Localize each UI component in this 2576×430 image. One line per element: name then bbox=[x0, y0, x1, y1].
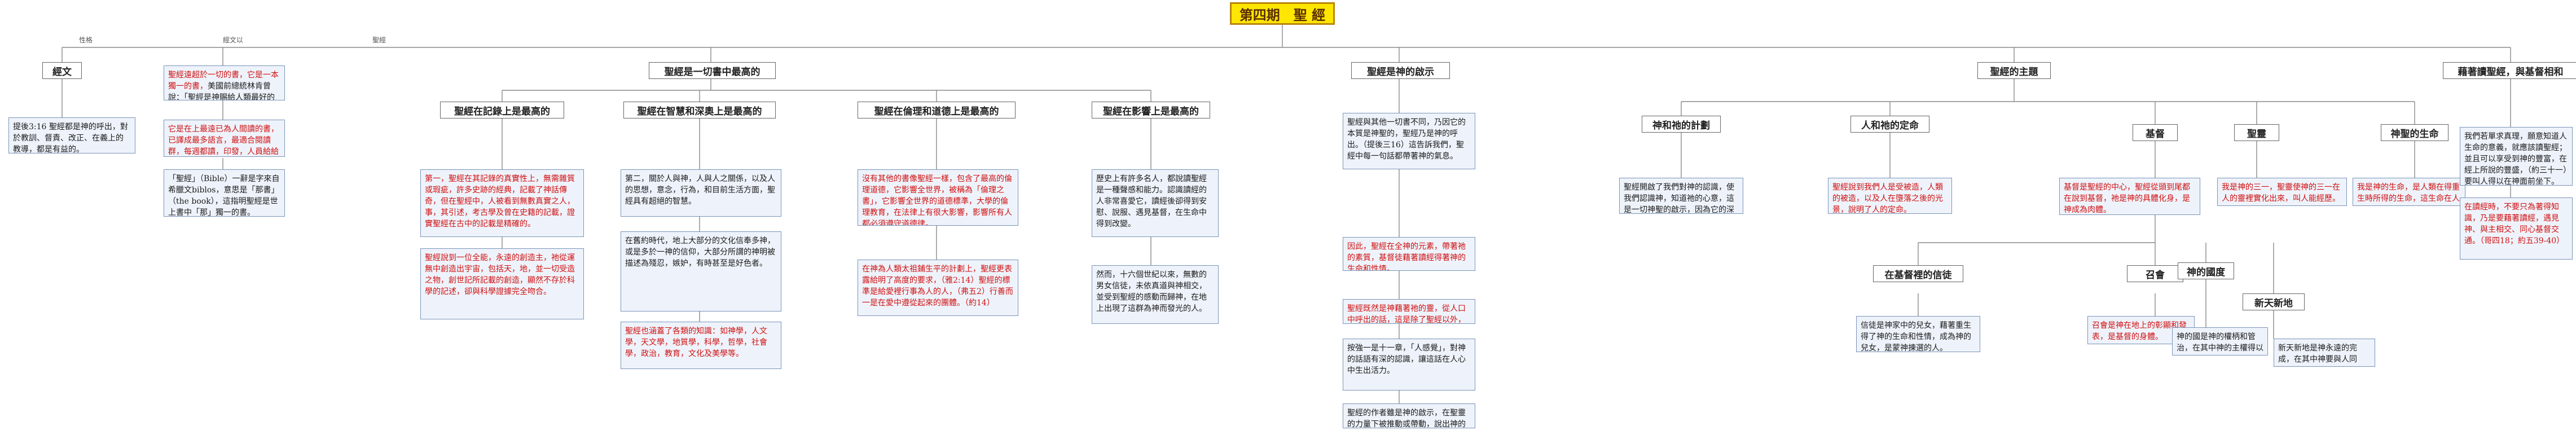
tag-label: 經文以 bbox=[223, 36, 244, 44]
topic-lunli[interactable]: 聖經在倫理和道德上是最高的 bbox=[858, 102, 1016, 119]
topic-dingming[interactable]: 人和祂的定命 bbox=[1850, 116, 1929, 133]
note-duijiu-2: 在讀經時，不要只為著得知識，乃是要藉著讀經，遇見神、與主相交、同心基督交通。（哥… bbox=[2460, 198, 2573, 260]
topic-shenshi[interactable]: 聖經是神的啟示 bbox=[1351, 62, 1450, 79]
note-jihua: 聖經開啟了我們對神的認識，使我們認識神，知道祂的心意，這是一切神聖的啟示，因為它… bbox=[1619, 178, 1743, 214]
note-lunli-2: 在神為人類太祖鋪生平的計劃上，聖經更表露給明了高度的要求，（雅2:14）聖經的標… bbox=[858, 260, 1018, 316]
topic-guodu[interactable]: 神的國度 bbox=[2178, 262, 2234, 279]
note-duijiu-1: 我們若單求真理，願意知道人生命的意義，就應該讀聖經；並且可以享受到神的豐富，在經… bbox=[2460, 127, 2573, 186]
note-shenshi-1: 聖經與其他一切書不同，乃因它的本質是神聖的，聖經乃是神的呼出。（提後三16）這告… bbox=[1343, 113, 1475, 169]
note-yingxiang-2: 然而，十六個世紀以來，無數的男女信徒，未依真道與神相交，並受到聖經的感動而歸神，… bbox=[1092, 265, 1219, 324]
note-dingming: 聖經說到我們人是受被造，人類的被造，以及人在墮落之後的光景，說明了人的定命。 bbox=[1828, 178, 1952, 214]
note-jingwen: 提後3:16 聖經都是神的呼出，對於教訓、督責、改正、在義上的教導，都是有益的。 bbox=[8, 117, 135, 153]
note-shenshi-2: 因此，聖經在全神的元素，帶著祂的素質，基督徒藉著讀經得著神的生命和性情。 bbox=[1343, 237, 1475, 271]
note-xintian: 新天新地是神永遠的完成，在其中神要與人同住，直到永遠。 bbox=[2274, 339, 2375, 367]
note-intro: 聖經遠超於一切的書，它是一本獨一的書，美國前總統林肯曾說：「聖經是神賜給人類最好… bbox=[164, 65, 285, 100]
note-shenshi-5: 聖經的作者雖是神的啟示，在聖靈的力量下被推動或帶動，說出神的話來。 bbox=[1343, 403, 1475, 428]
topic-zhihui[interactable]: 聖經在智慧和深奧上是最高的 bbox=[623, 102, 776, 119]
note-yingxiang-1: 歷史上有許多名人，都說讀聖經是一種聲感和能力。認識讀經的人非常喜愛它，讀經後卻得… bbox=[1092, 169, 1219, 237]
topic-zuigao[interactable]: 聖經是一切書中最高的 bbox=[649, 62, 776, 79]
topic-shengming[interactable]: 神聖的生命 bbox=[2381, 124, 2448, 141]
topic-jingwen[interactable]: 經文 bbox=[42, 62, 82, 79]
note-jizai-2: 聖經說到一位全能，永遠的創造主，祂從運無中創造出宇宙，包括天，地，並一切受造之物… bbox=[420, 248, 584, 319]
topic-xintian[interactable]: 新天新地 bbox=[2243, 293, 2305, 310]
note-bible-word: 「聖經」（Bible）一辭是字來自希臘文biblos，意思是「那書」（the b… bbox=[164, 169, 285, 217]
topic-zhaohui[interactable]: 召會 bbox=[2127, 265, 2183, 282]
topic-shengling[interactable]: 聖靈 bbox=[2234, 124, 2279, 141]
topic-jiaohui[interactable]: 在基督裡的信徒 bbox=[1873, 265, 1963, 282]
note-jiaohui: 信徒是神家中的兒女，藉著重生得了神的生命和性情，成為神的兒女，是蒙神揀選的人。 bbox=[1856, 316, 1980, 352]
topic-jidu[interactable]: 基督 bbox=[2133, 124, 2178, 141]
note-jizai-1: 第一，聖經在其記錄的真實性上，無需雜質或瑕疵，許多史跡的經典，記載了神話傳奇，但… bbox=[420, 169, 584, 237]
tag-label: 性格 bbox=[79, 36, 93, 44]
note-shengming: 我是神的生命，是人類在得重生時所得的生命，這生命在人裡面長大成熟。 bbox=[2353, 178, 2465, 206]
note-guodu: 神的國是神的權柄和管治，在其中神的主權得以實行。 bbox=[2172, 327, 2268, 356]
topic-jizai[interactable]: 聖經在記錄上是最高的 bbox=[440, 102, 564, 119]
note-jidu: 基督是聖經的中心，聖經從頭到尾都在說到基督，祂是神的具體化身，是神成為肉體。 bbox=[2059, 178, 2200, 215]
root-topic[interactable]: 第四期 聖 經 bbox=[1230, 2, 1335, 25]
note-shenshi-3: 聖經既然是神藉著祂的靈，從人口中呼出的話，這是除了聖經以外，任何書籍都無法相比的… bbox=[1343, 299, 1475, 324]
topic-yingxiang[interactable]: 聖經在影響上是最高的 bbox=[1092, 102, 1210, 119]
note-zhaohui: 召會是神在地上的彰顯和發表，是基督的身體。 bbox=[2087, 316, 2195, 344]
note-zhihui-2: 在舊約時代，地上大部分的文化信奉多神，或是多於一神的信仰，大部分所謂的神明被描述… bbox=[621, 231, 781, 311]
note-zhihui-3: 聖經也涵蓋了各類的知識：如神學，人文學，天文學，地質學，科學，哲學，社會學，政治… bbox=[621, 322, 781, 369]
note-intro-2: 它是在上最遠已為人間讀的書，已譯成最多語言，最適合閱讀群，每週都讀，印發，人員給… bbox=[164, 120, 285, 157]
note-shenshi-4: 按強一是十一章，「人感覺」，對神的話語有深的認識，讓這話在人心中生出活力。 bbox=[1343, 339, 1475, 390]
tag-label: 聖經 bbox=[372, 36, 386, 44]
topic-duijiu[interactable]: 藉著讀聖經，與基督相和 bbox=[2443, 62, 2576, 79]
note-zhihui-1: 第二，關於人與神，人與人之關係，以及人的思想，意念，行為，和目前生活方面，聖經具… bbox=[621, 169, 781, 217]
note-lunli-1: 沒有其他的書像聖經一樣，包含了最高的倫理道德，它影響全世界，被稱為「倫理之書」，… bbox=[858, 169, 1018, 226]
note-shengling: 我是神的三一，聖靈使神的三一在人的靈裡實化出來，叫人能經歷。 bbox=[2217, 178, 2347, 206]
topic-jihua[interactable]: 神和祂的計劃 bbox=[1642, 116, 1721, 133]
topic-zhuti[interactable]: 聖經的主題 bbox=[1977, 62, 2051, 79]
